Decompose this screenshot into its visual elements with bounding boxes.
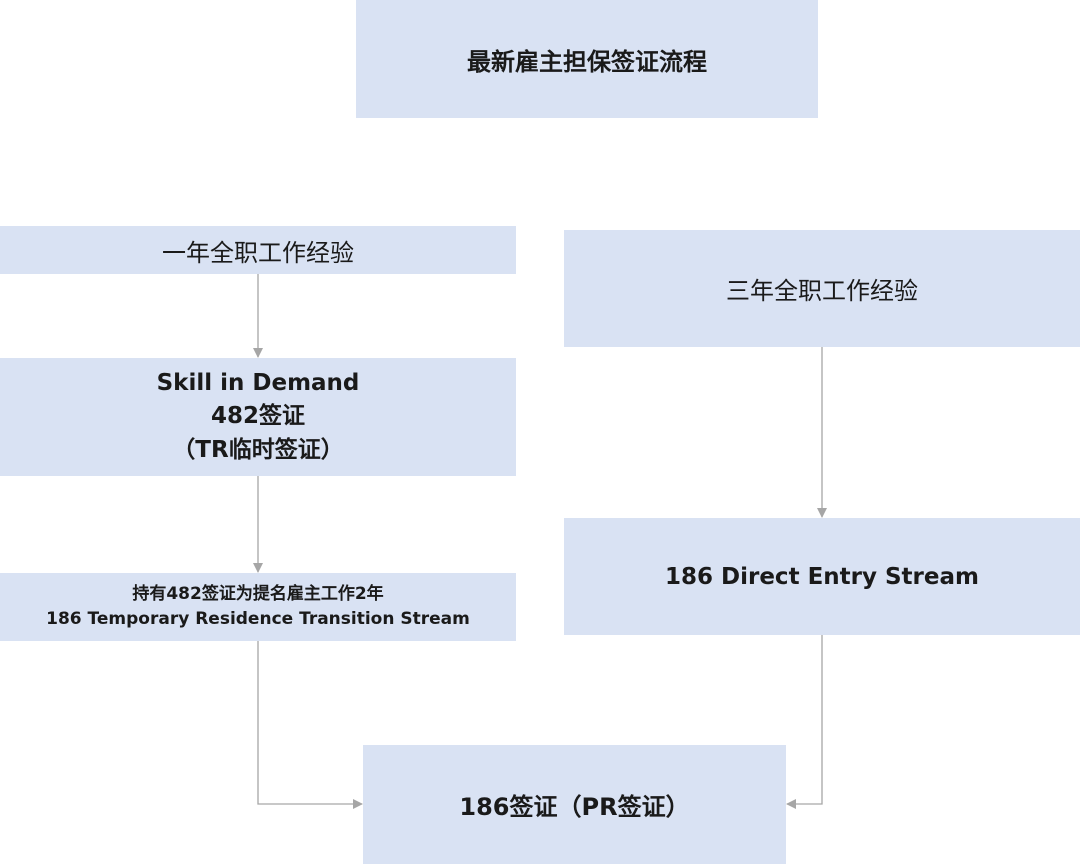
trt-node-line-1: 持有482签证为提名雇主工作2年 [132, 583, 384, 604]
direct-entry-text: 186 Direct Entry Stream [665, 563, 979, 590]
one-year-experience-node: 一年全职工作经验 [0, 226, 516, 274]
three-year-experience-text: 三年全职工作经验 [726, 277, 918, 305]
direct-entry-stream-node: 186 Direct Entry Stream [564, 518, 1080, 635]
flowchart-title-text: 最新雇主担保签证流程 [467, 47, 707, 76]
pr-visa-result-node: 186签证（PR签证） [363, 745, 786, 864]
one-year-experience-text: 一年全职工作经验 [162, 238, 354, 267]
connector-trt-to-pr [257, 641, 363, 809]
connector-direct-to-pr [786, 635, 823, 809]
skill-node-line-2: 482签证 [210, 403, 305, 430]
three-year-experience-node: 三年全职工作经验 [564, 230, 1080, 347]
pr-visa-text: 186签证（PR签证） [459, 793, 690, 821]
trt-node-line-2: 186 Temporary Residence Transition Strea… [46, 609, 470, 629]
skill-node-line-3: （TR临时签证） [172, 436, 344, 463]
trt-stream-node: 持有482签证为提名雇主工作2年 186 Temporary Residence… [0, 573, 516, 641]
skill-node-line-1: Skill in Demand [156, 369, 360, 396]
flowchart-title: 最新雇主担保签证流程 [356, 0, 818, 118]
skill-in-demand-482-node: Skill in Demand 482签证 （TR临时签证） [0, 358, 516, 476]
